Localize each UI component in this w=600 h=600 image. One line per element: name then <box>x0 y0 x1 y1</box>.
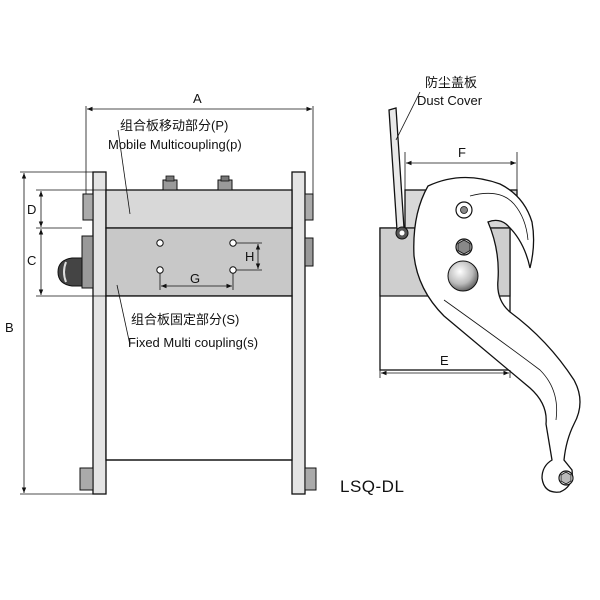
dust-cover <box>388 107 405 231</box>
dim-f: F <box>458 145 466 160</box>
right-foot <box>304 467 317 491</box>
dim-a: A <box>193 91 202 106</box>
hole-bottom-right <box>229 266 237 274</box>
top-bolt-left <box>162 175 178 191</box>
hole-top-right <box>229 239 237 247</box>
right-side-plate <box>291 171 306 495</box>
dim-h: H <box>245 249 254 264</box>
mobile-label-en: Mobile Multicoupling(p) <box>108 137 242 152</box>
model-label: LSQ-DL <box>340 477 404 496</box>
lever-ball <box>447 260 479 292</box>
fixed-label-en: Fixed Multi coupling(s) <box>128 335 258 350</box>
mobile-label-cn: 组合板移动部分(P) <box>120 118 228 133</box>
dim-c: C <box>27 253 36 268</box>
mobile-part-block <box>105 189 293 229</box>
left-foot <box>79 467 94 491</box>
dim-e: E <box>440 353 449 368</box>
hole-top-left <box>156 239 164 247</box>
dust-label-en: Dust Cover <box>417 93 483 108</box>
hole-bottom-left <box>156 266 164 274</box>
side-view: F E 防尘盖板 Dust Cover LSQ-DL <box>340 75 581 496</box>
dust-leader <box>395 91 421 141</box>
dust-label-cn: 防尘盖板 <box>425 75 477 90</box>
fixed-leader <box>116 284 131 346</box>
dim-b: B <box>5 320 14 335</box>
top-bolt-right <box>217 175 233 191</box>
right-upper-bracket <box>304 193 314 221</box>
lever-arm <box>413 176 581 493</box>
left-lower-bracket <box>81 235 94 289</box>
lower-plate <box>105 295 293 461</box>
left-side-plate <box>92 171 107 495</box>
dim-g: G <box>190 271 200 286</box>
locking-knob <box>57 257 83 287</box>
dim-d: D <box>27 202 36 217</box>
front-view: G H A B D C 组合板移动部分(P) Mobile Multicoupl… <box>5 91 317 495</box>
fixed-label-cn: 组合板固定部分(S) <box>131 312 239 327</box>
right-lower-bracket <box>304 237 314 267</box>
mobile-leader <box>117 129 131 215</box>
left-upper-bracket <box>82 193 94 221</box>
